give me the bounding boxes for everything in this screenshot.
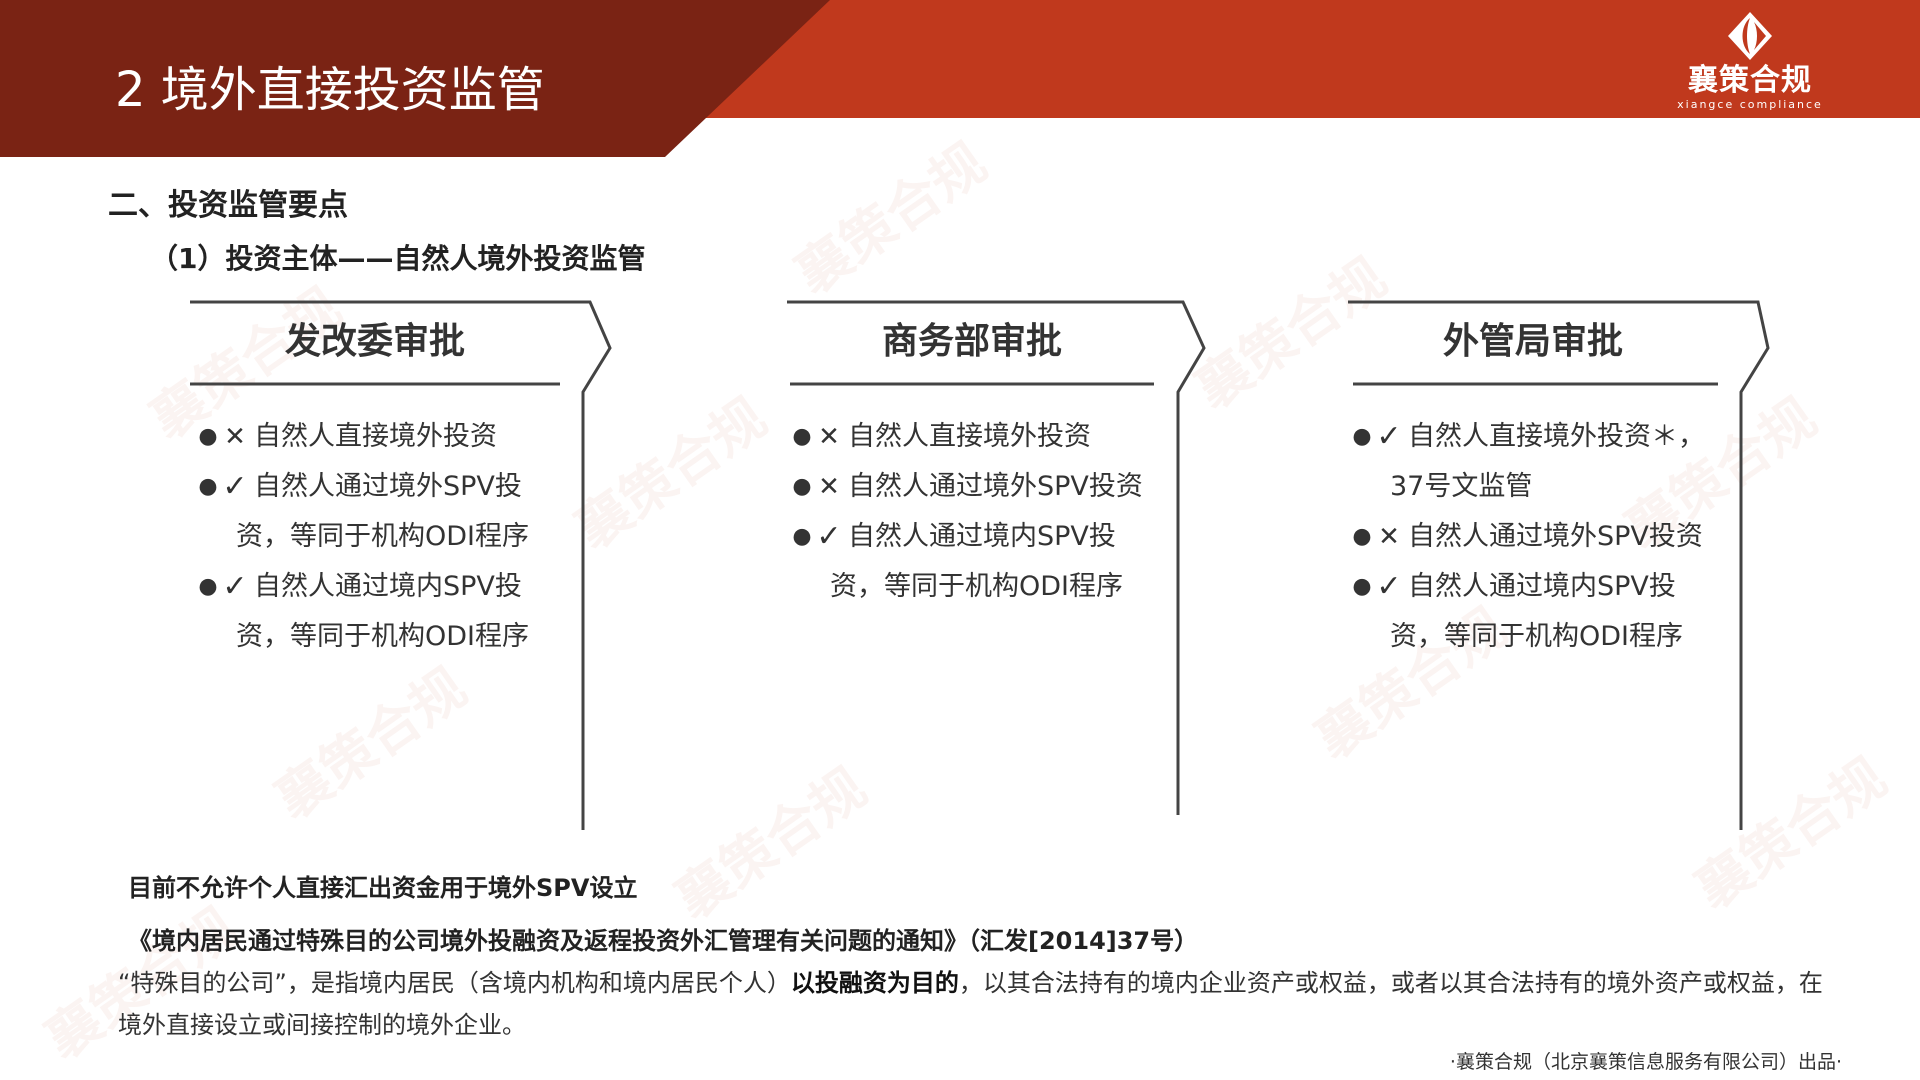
item-line: 资，等同于机构ODI程序	[236, 621, 530, 652]
regulation-title: 《境内居民通过特殊目的公司境外投融资及返程投资外汇管理有关问题的通知》（汇发[2…	[128, 927, 1199, 955]
panel-item: ● ✓ 自然人通过境内SPV投 资，等同于机构ODI程序	[198, 562, 529, 662]
footer-credit: ·襄策合规（北京襄策信息服务有限公司）出品·	[1449, 1051, 1842, 1073]
panel-item: ● ✓ 自然人通过境内SPV投 资，等同于机构ODI程序	[1352, 562, 1705, 662]
item-line: 自然人通过境外SPV投	[254, 471, 522, 502]
panel-title: 发改委审批	[284, 321, 465, 362]
bullet-icon: ●	[792, 474, 812, 499]
header-banner	[0, 0, 1920, 157]
panel-title: 外管局审批	[1442, 321, 1623, 362]
item-line: 自然人通过境外SPV投资	[848, 471, 1143, 502]
item-line: 37号文监管	[1390, 471, 1533, 502]
check-icon: ✓	[1376, 419, 1402, 454]
panel-safe: 外管局审批 ● ✓ 自然人直接境外投资＊， 37号文监管 ● ✕ 自然人通过境外…	[1348, 300, 1778, 830]
sub-heading: （1）投资主体——自然人境外投资监管	[150, 242, 646, 275]
item-line: 自然人直接境外投资	[254, 421, 497, 452]
panel-item: ● ✕ 自然人直接境外投资	[792, 412, 1143, 462]
definition-emphasis: 以投融资为目的	[790, 969, 959, 997]
panel-item: ● ✕ 自然人通过境外SPV投资	[1352, 512, 1705, 562]
bullet-icon: ●	[1352, 424, 1372, 449]
cross-icon: ✕	[224, 422, 246, 452]
item-line: 资，等同于机构ODI程序	[236, 521, 530, 552]
diamond-logo-icon	[1728, 12, 1772, 60]
bullet-icon: ●	[1352, 574, 1372, 599]
bullet-icon: ●	[792, 424, 812, 449]
bullet-icon: ●	[792, 524, 812, 549]
definition-paragraph: “特殊目的公司”，是指境内居民（含境内机构和境内居民个人）以投融资为目的，以其合…	[118, 962, 1838, 1046]
panel-frame	[787, 300, 1206, 815]
note-text: 目前不允许个人直接汇出资金用于境外SPV设立	[128, 874, 638, 902]
brand-logo: 襄策合规 xiangce compliance	[1670, 10, 1830, 120]
item-line: 自然人通过境内SPV投	[1408, 571, 1676, 602]
check-icon: ✓	[222, 569, 248, 604]
panel-mofcom: 商务部审批 ● ✕ 自然人直接境外投资 ● ✕ 自然人通过境外SPV投资 ● ✓…	[787, 300, 1217, 830]
item-line: 资，等同于机构ODI程序	[1390, 621, 1684, 652]
definition-part2: ，以其合法持有的境内企业资产或权益，或者以其合法持有的境外资产或权益，在境外直接…	[118, 969, 1823, 1039]
panel-item: ● ✕ 自然人通过境外SPV投资	[792, 462, 1143, 512]
bullet-icon: ●	[198, 424, 218, 449]
panel-title: 商务部审批	[881, 321, 1062, 362]
definition-part1: “特殊目的公司”，是指境内居民（含境内机构和境内居民个人）	[118, 969, 791, 997]
item-line: 自然人通过境内SPV投	[254, 571, 522, 602]
panel-item-list: ● ✕ 自然人直接境外投资 ● ✕ 自然人通过境外SPV投资 ● ✓ 自然人通过…	[792, 412, 1143, 612]
bullet-icon: ●	[198, 474, 218, 499]
panel-item-list: ● ✕ 自然人直接境外投资 ● ✓ 自然人通过境外SPV投 资，等同于机构ODI…	[198, 412, 529, 662]
panel-item: ● ✓ 自然人通过境外SPV投 资，等同于机构ODI程序	[198, 462, 529, 562]
cross-icon: ✕	[818, 422, 840, 452]
cross-icon: ✕	[818, 472, 840, 502]
bullet-icon: ●	[1352, 524, 1372, 549]
check-icon: ✓	[222, 469, 248, 504]
panel-frame	[1348, 300, 1770, 830]
item-line: 自然人通过境外SPV投资	[1408, 521, 1703, 552]
check-icon: ✓	[1376, 569, 1402, 604]
item-line: 自然人直接境外投资＊，	[1408, 421, 1705, 452]
panel-ndrc: 发改委审批 ● ✕ 自然人直接境外投资 ● ✓ 自然人通过境外SPV投 资，等同…	[190, 300, 620, 830]
check-icon: ✓	[816, 519, 842, 554]
section-heading: 二、投资监管要点	[108, 188, 348, 223]
panel-frame	[190, 300, 612, 830]
panel-item-list: ● ✓ 自然人直接境外投资＊， 37号文监管 ● ✕ 自然人通过境外SPV投资 …	[1352, 412, 1705, 662]
item-line: 资，等同于机构ODI程序	[830, 571, 1124, 602]
bullet-icon: ●	[198, 574, 218, 599]
cross-icon: ✕	[1378, 522, 1400, 552]
panel-item: ● ✓ 自然人直接境外投资＊， 37号文监管	[1352, 412, 1705, 512]
item-line: 自然人通过境内SPV投	[848, 521, 1116, 552]
logo-subtitle: xiangce compliance	[1677, 98, 1823, 111]
logo-name: 襄策合规	[1688, 63, 1812, 98]
panel-item: ● ✓ 自然人通过境内SPV投 资，等同于机构ODI程序	[792, 512, 1143, 612]
panel-item: ● ✕ 自然人直接境外投资	[198, 412, 529, 462]
item-line: 自然人直接境外投资	[848, 421, 1091, 452]
page-title: 2 境外直接投资监管	[115, 62, 545, 118]
